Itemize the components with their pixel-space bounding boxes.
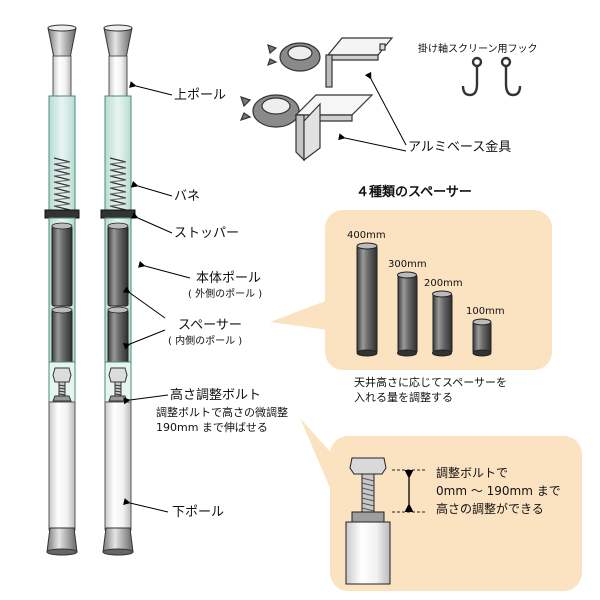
label-bracket: アルミベース金具: [408, 140, 512, 155]
label-lower-pole: 下ポール: [172, 505, 225, 520]
spacer-size-300: 300mm: [388, 259, 427, 270]
pole-left: [44, 24, 80, 556]
spacer-samples: [356, 242, 492, 357]
bolt-illustration: [345, 457, 426, 585]
label-spring: バネ: [174, 189, 201, 204]
label-height-bolt-desc1: 調整ボルトで高さの微調整: [156, 406, 288, 419]
spacer-size-400: 400mm: [347, 230, 386, 241]
adjust-line2: 0mm ～ 190mm まで: [436, 484, 561, 498]
bracket-illustration: [239, 37, 394, 162]
label-hook: 掛け軸スクリーン用フック: [418, 44, 538, 55]
spacer-size-100: 100mm: [466, 306, 505, 317]
label-body-pole-sub: ( 外側のポール ): [188, 289, 263, 300]
adjust-callout-box: [300, 418, 582, 591]
spacer-size-200: 200mm: [424, 278, 463, 289]
pole-right: [100, 24, 136, 556]
label-stopper: ストッパー: [174, 226, 240, 241]
adjust-line3: 高さの調整ができる: [436, 502, 544, 516]
label-body-pole: 本体ポール: [196, 271, 262, 286]
label-height-bolt-desc2: 190mm まで伸ばせる: [156, 421, 268, 434]
spacer-callout-box: [270, 210, 552, 370]
label-upper-pole: 上ポール: [174, 88, 227, 103]
adjust-line1: 調整ボルトで: [436, 466, 509, 480]
spacer-note-line1: 天井高さに応じてスペーサーを: [354, 376, 508, 389]
spacer-note-line2: 入れる量を調整する: [354, 391, 453, 404]
label-spacer: スペーサー: [178, 318, 242, 333]
hooks-illustration: [461, 56, 522, 97]
label-height-bolt: 高さ調整ボルト: [170, 388, 262, 403]
leader-lines: [122, 81, 191, 513]
spacer-title: ４種類のスペーサー: [356, 185, 472, 200]
label-spacer-sub: ( 内側のポール ): [168, 336, 243, 347]
